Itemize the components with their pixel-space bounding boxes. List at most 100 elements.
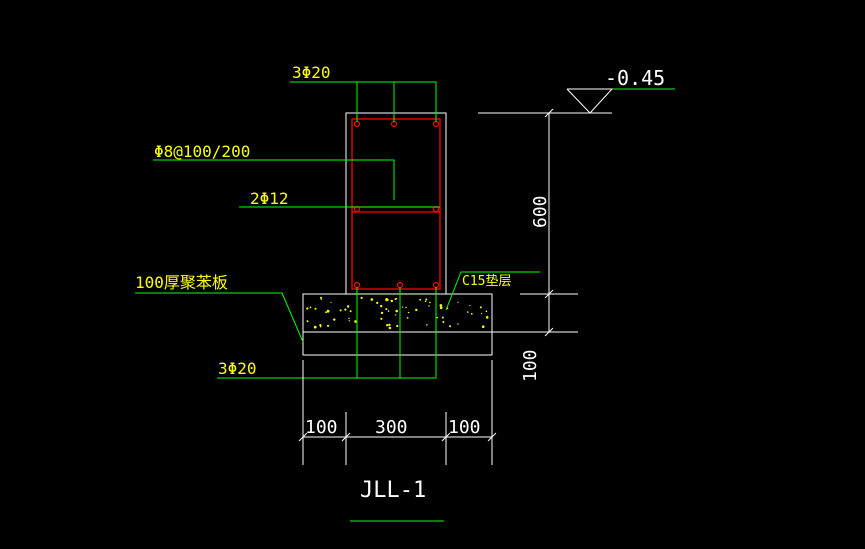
concrete-speckle [485,310,488,313]
drawing-title: JLL-1 [360,478,426,503]
concrete-speckle [319,324,322,327]
concrete-speckle [306,307,309,310]
concrete-speckle [467,311,469,313]
concrete-speckle [419,298,422,301]
concrete-speckle [394,298,397,300]
concrete-speckle [395,309,399,313]
bottom-rebar-dot [396,281,404,289]
concrete-speckle [319,325,322,328]
concrete-speckle [415,308,418,312]
concrete-speckle [395,314,397,316]
concrete-speckle [387,299,389,301]
cushion-layer [302,293,493,356]
concrete-speckle [486,317,488,319]
concrete-speckle [449,325,452,328]
beam-outline [345,112,447,295]
elevation-triangle-icon [566,88,614,114]
cushion-speckles [306,296,489,330]
concrete-speckle [428,305,430,307]
concrete-speckle [380,311,384,315]
concrete-speckle [388,326,392,330]
concrete-speckle [309,306,312,309]
cushion-lower-band [302,331,493,356]
dim-tick [487,432,497,442]
dim-tick [544,108,554,118]
dim-tick [341,432,351,442]
concrete-speckle [436,316,439,319]
stirrup-leader [153,159,395,200]
concrete-speckle [429,301,431,304]
dim-tick [298,432,308,442]
concrete-speckle [385,298,388,301]
concrete-speckle [388,323,391,326]
elevation-marker [478,88,614,114]
concrete-speckle [313,325,317,329]
top-rebar-dot [390,120,398,128]
leader-lines [135,81,675,522]
concrete-speckle [380,317,383,320]
top-rebar-dot [432,120,440,128]
bottom-rebar-label: 3Φ20 [218,359,257,378]
concrete-speckle [385,308,388,311]
dim-beam-width: 300 [375,417,408,438]
polystyrene-leader [135,292,304,343]
top-rebar-leader [290,81,437,122]
concrete-speckle [348,320,350,322]
concrete-speckle [424,300,427,303]
concrete-speckle [326,324,330,327]
concrete-speckle [425,298,428,301]
stirrup-outer [351,118,441,290]
concrete-speckle [354,320,357,323]
cushion-leader [445,271,540,311]
bottom-rebar-dot [353,281,361,289]
stirrup-label: Φ8@100/200 [154,142,250,161]
concrete-speckle [349,310,352,313]
concrete-speckle [426,324,428,326]
concrete-speckle [470,313,473,315]
dim-tick [544,327,554,337]
top-rebar-dot [353,120,361,128]
concrete-speckle [442,321,445,323]
dim-cushion-thickness: 100 [520,349,541,382]
top-rebar-label: 3Φ20 [292,63,331,82]
dim-left-offset: 100 [305,417,338,438]
concrete-speckle [325,311,327,314]
concrete-speckle [370,298,374,301]
concrete-speckle [481,312,483,315]
concrete-speckle [479,306,482,309]
concrete-speckle [405,306,407,309]
concrete-speckle [406,317,409,319]
concrete-speckle [386,324,389,327]
concrete-speckle [439,306,443,310]
dimension-lines [298,108,578,465]
concrete-speckle [380,304,383,308]
beam-section [345,112,447,295]
concrete-speckle [441,316,444,319]
concrete-speckle [390,299,393,303]
cushion-label: C15垫层 [462,273,511,289]
side-rebar-label: 2Φ12 [250,189,289,208]
concrete-speckle [339,309,342,312]
concrete-speckle [320,296,322,299]
concrete-speckle [346,305,350,308]
bottom-rebar-dot [432,281,440,289]
concrete-speckle [314,307,317,310]
concrete-speckle [396,324,399,328]
concrete-speckle [402,306,404,308]
concrete-speckle [376,301,379,304]
elevation-label: -0.45 [605,66,665,90]
concrete-speckle [348,317,350,320]
concrete-speckle [469,304,471,307]
dim-beam-height: 600 [530,195,551,228]
dim-tick [441,432,451,442]
dim-right-offset: 100 [448,417,481,438]
concrete-speckle [457,301,459,303]
concrete-speckle [306,320,309,323]
dim-tick [544,289,554,299]
concrete-speckle [457,323,459,325]
concrete-speckle [344,308,347,311]
concrete-speckle [333,318,336,321]
concrete-speckle [330,301,332,303]
concrete-speckle [326,309,330,313]
